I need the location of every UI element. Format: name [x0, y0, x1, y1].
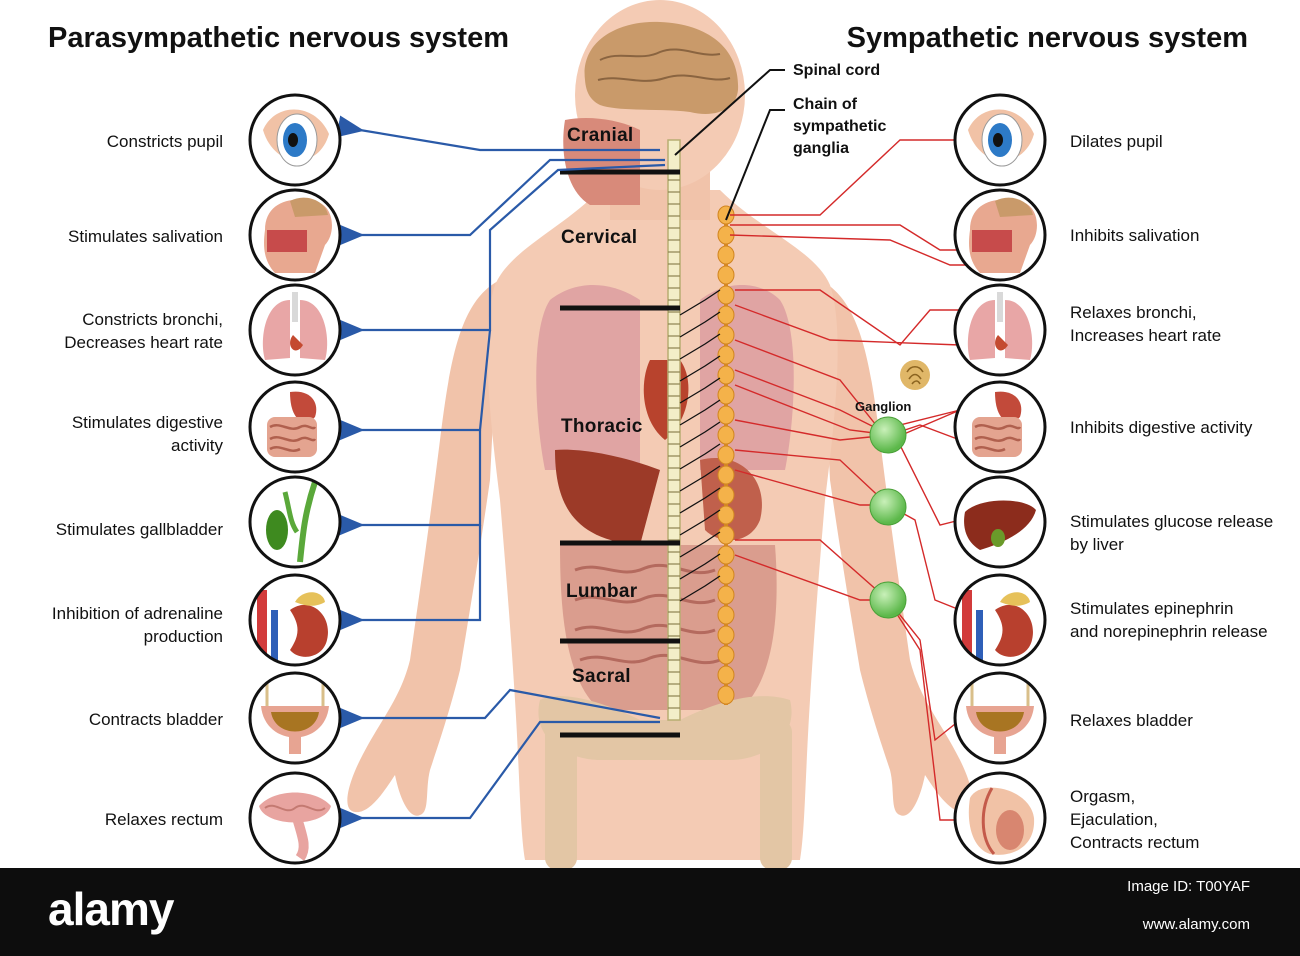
region-dividers [560, 169, 680, 738]
ganglion-2 [869, 488, 907, 526]
chain-ganglion-bead [717, 465, 735, 485]
title-parasympathetic: Parasympathetic nervous system [48, 22, 509, 54]
chain-ganglion-bead [717, 265, 735, 285]
parasympathetic-pathways [336, 115, 666, 829]
chain-ganglion-bead [717, 245, 735, 265]
ganglia [869, 416, 907, 619]
chain-ganglion-bead [717, 525, 735, 545]
site-url: www.alamy.com [1142, 916, 1250, 933]
region-cranial: Cranial [567, 125, 634, 146]
label-relaxes-bronchi: Relaxes bronchi, Increases heart rate [1070, 303, 1222, 345]
label-inhibits-salivation: Inhibits salivation [1070, 226, 1200, 245]
image-id: Image ID: T00YAF [1127, 878, 1250, 895]
annotation-ganglion: Ganglion [855, 399, 912, 414]
gallbladder-icon [248, 475, 342, 569]
label-orgasm-ejaculation: Orgasm, Ejaculation, Contracts rectum [1070, 787, 1200, 852]
chain-ganglion-bead [717, 425, 735, 445]
region-lumbar: Lumbar [566, 581, 638, 602]
rectum-icon [248, 771, 342, 865]
sympathetic-chain [717, 205, 735, 705]
annotation-sympathetic-chain: Chain of sympathetic ganglia [793, 96, 887, 157]
label-inhibits-digestive: Inhibits digestive activity [1070, 418, 1253, 437]
bladder-icon [248, 671, 342, 765]
label-dilates-pupil: Dilates pupil [1070, 132, 1163, 151]
chain-ganglion-bead [717, 385, 735, 405]
region-thoracic: Thoracic [561, 416, 643, 437]
label-glucose-release: Stimulates glucose release by liver [1070, 512, 1274, 554]
eye-icon [248, 93, 342, 187]
head-section-icon [248, 188, 342, 282]
genitals-icon [953, 771, 1047, 865]
lungs-icon [248, 283, 342, 377]
annotation-spinal-cord: Spinal cord [793, 62, 881, 79]
bladder-icon [953, 671, 1047, 765]
head-section-icon [953, 188, 1047, 282]
annotation-leaders [674, 69, 785, 221]
label-constricts-pupil: Constricts pupil [106, 132, 223, 151]
chain-ganglion-bead [717, 665, 735, 685]
heart-icon [900, 360, 930, 390]
label-stimulates-digestive: Stimulates digestive activity [71, 413, 223, 455]
brand-logo: alamy [48, 883, 174, 935]
label-epinephrin-release: Stimulates epinephrin and norepinephrin … [1070, 599, 1268, 641]
chain-ganglion-bead [717, 585, 735, 605]
chain-ganglion-bead [717, 565, 735, 585]
digestive-tract-icon [953, 380, 1047, 474]
chain-ganglion-bead [717, 685, 735, 705]
eye-icon [953, 93, 1047, 187]
chain-ganglion-bead [717, 345, 735, 365]
chain-ganglion-bead [717, 485, 735, 505]
human-body [347, 0, 973, 868]
label-inhibition-adrenaline: Inhibition of adrenaline production [51, 604, 223, 646]
kidney-adrenal-icon [953, 573, 1047, 667]
footer-bar: alamy Image ID: T00YAF www.alamy.com [0, 868, 1300, 956]
liver-icon [953, 475, 1047, 569]
label-relaxes-bladder: Relaxes bladder [1070, 711, 1193, 730]
chain-ganglion-bead [717, 645, 735, 665]
label-stimulates-salivation: Stimulates salivation [68, 227, 223, 246]
spinal-chain-connectors [679, 289, 721, 602]
chain-ganglion-bead [717, 445, 735, 465]
chain-ganglion-bead [717, 625, 735, 645]
label-stimulates-gallbladder: Stimulates gallbladder [55, 520, 223, 539]
chain-ganglion-bead [717, 285, 735, 305]
chain-ganglion-bead [717, 605, 735, 625]
digestive-tract-icon [248, 380, 342, 474]
kidney-adrenal-icon [248, 573, 342, 667]
diagram-artwork [248, 0, 1047, 868]
ganglion-1 [869, 416, 907, 454]
spinal-cord [667, 139, 681, 721]
chain-ganglion-bead [717, 365, 735, 385]
label-constricts-bronchi: Constricts bronchi, Decreases heart rate [64, 310, 223, 352]
chain-ganglion-bead [717, 505, 735, 525]
label-relaxes-rectum: Relaxes rectum [104, 810, 223, 829]
chain-ganglion-bead [717, 305, 735, 325]
right-organ-icons [953, 93, 1047, 865]
ganglion-3 [869, 581, 907, 619]
region-sacral: Sacral [572, 666, 631, 687]
lungs-icon [953, 283, 1047, 377]
region-cervical: Cervical [561, 227, 638, 248]
left-organ-icons [248, 93, 342, 865]
label-contracts-bladder: Contracts bladder [88, 710, 223, 729]
chain-ganglion-bead [717, 405, 735, 425]
title-sympathetic: Sympathetic nervous system [846, 22, 1248, 54]
chain-ganglion-bead [717, 325, 735, 345]
chain-ganglion-bead [717, 545, 735, 565]
